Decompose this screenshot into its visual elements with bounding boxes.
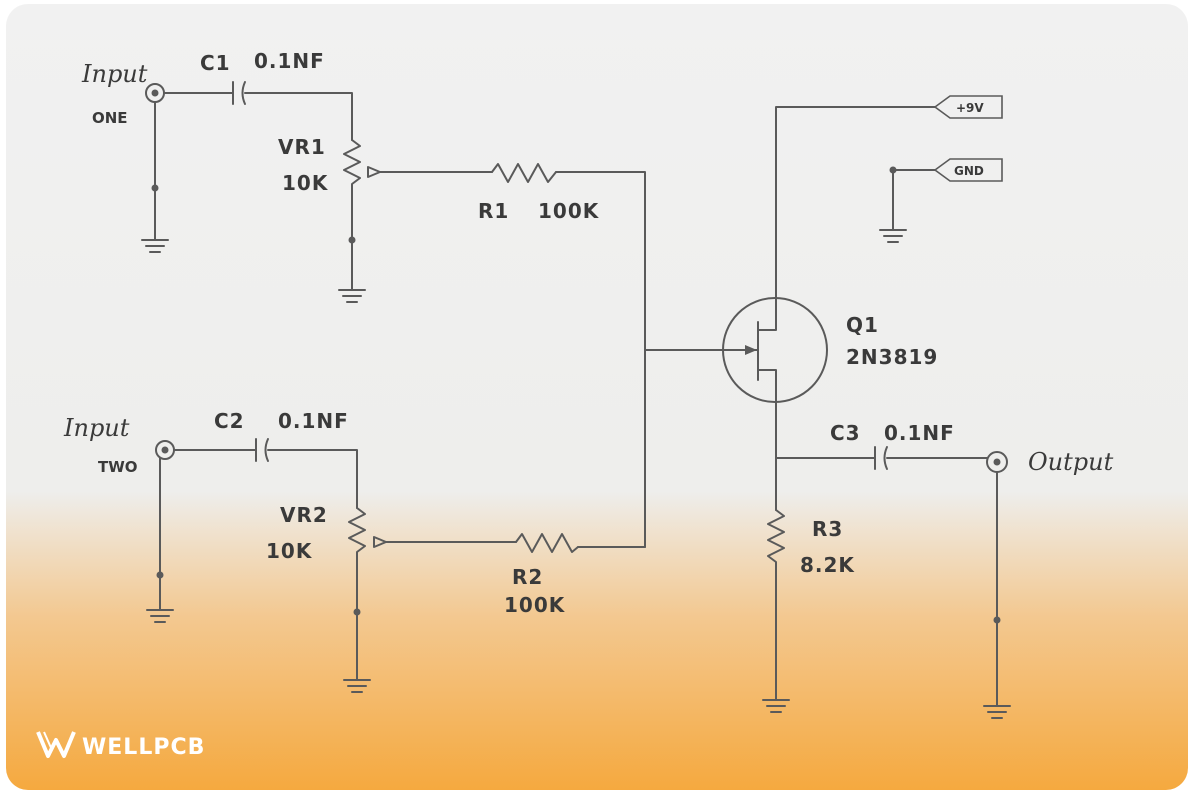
vr1-name: VR1 [278,135,326,159]
capacitor-c2-symbol [255,438,269,462]
potentiometer-vr2-symbol [348,507,366,681]
resistor-r2-symbol [515,533,579,553]
output-ground-symbol [983,705,1011,719]
vr2-value: 10K [266,539,313,563]
c1-value: 0.1NF [254,49,325,73]
wellpcb-logo-mark [36,731,76,758]
c2-name: C2 [214,409,245,433]
c1-name: C1 [200,51,231,75]
q1-value: 2N3819 [846,345,938,369]
wire-drain-to-vplus [775,106,936,301]
r2-value: 100K [504,593,566,617]
potentiometer-vr1-symbol [343,139,361,291]
r3-name: R3 [812,517,843,541]
c3-name: C3 [830,421,861,445]
gnd-label: GND [954,164,984,178]
vr2-wiper-arrow [373,536,387,548]
wellpcb-logo-text: WELLPCB [82,735,205,760]
wire-c1-to-vr1 [244,92,353,141]
r2-name: R2 [512,565,543,589]
input-two-ground-node [156,571,164,579]
vplus-label: +9V [956,101,984,115]
input-two-label: Input [63,414,130,442]
vplus-terminal-tag [933,95,1003,119]
c2-value: 0.1NF [278,409,349,433]
capacitor-c3-symbol [874,446,888,470]
output-ground-node [993,616,1001,624]
input-one-sublabel: ONE [92,109,128,127]
gnd-terminal-ground-symbol [879,229,907,243]
vr2-name: VR2 [280,503,328,527]
vr2-ground-node [353,608,361,616]
gnd-terminal-tag [933,158,1003,182]
vr1-ground-node [348,236,356,244]
r1-name: R1 [478,199,509,223]
input-two-sublabel: TWO [98,458,138,476]
r3-value: 8.2K [800,553,855,577]
resistor-r3-symbol [767,509,785,701]
vr2-ground-symbol [343,679,371,693]
r1-value: 100K [538,199,600,223]
paper-background [6,4,1188,790]
input-one-ground-node [151,184,159,192]
vr1-wiper-arrow [367,166,381,178]
input-one-label: Input [81,60,148,88]
q1-name: Q1 [846,313,879,337]
wire-c2-to-vr2 [267,449,358,509]
input-two-ground-symbol [146,609,174,623]
c3-value: 0.1NF [884,421,955,445]
output-label: Output [1028,448,1114,476]
wellpcb-logo: WELLPCB [36,731,205,760]
capacitor-c1-symbol [232,81,246,105]
gnd-terminal-node [889,166,897,174]
wire-r1-to-bus [555,171,646,548]
resistor-r1-symbol [491,163,557,183]
vr1-ground-symbol [338,289,366,303]
vr1-value: 10K [282,171,329,195]
r3-ground-symbol [762,699,790,713]
input-one-ground-symbol [141,239,169,253]
